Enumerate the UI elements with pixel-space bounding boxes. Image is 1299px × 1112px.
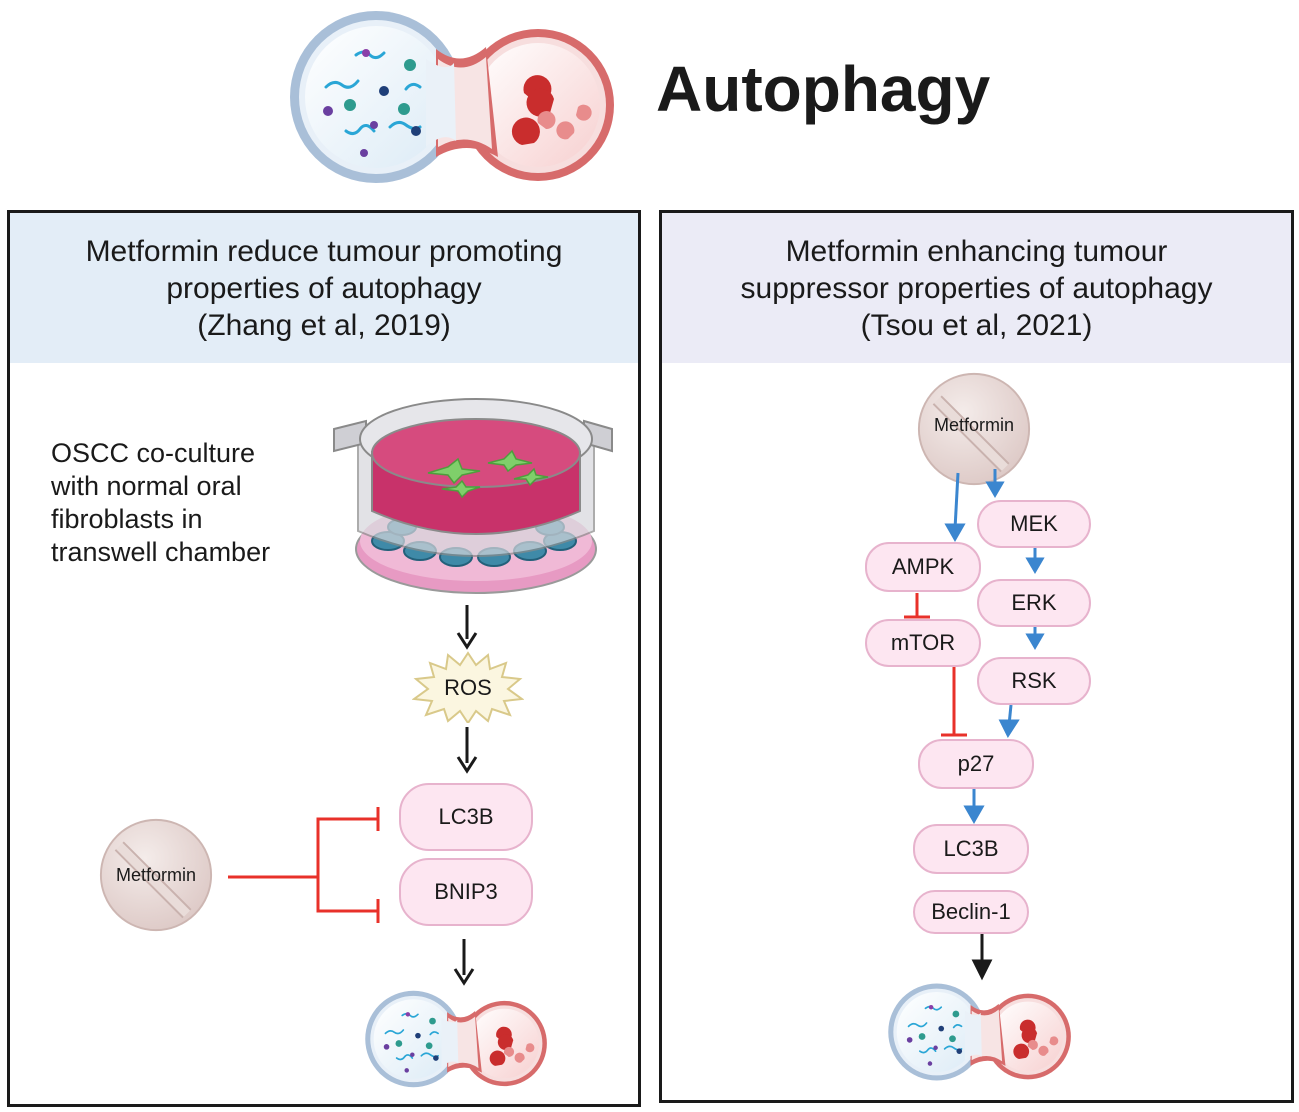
left-panel-heading: Metformin reduce tumour promoting proper… xyxy=(10,213,638,363)
inhibition-bracket xyxy=(228,807,380,923)
caption-line: OSCC co-culture xyxy=(51,438,256,468)
ros-label: ROS xyxy=(444,675,492,700)
node-mek: MEK xyxy=(977,500,1091,548)
autophagy-lysosome-fusion-icon xyxy=(886,979,1072,1085)
page-title: Autophagy xyxy=(656,53,991,125)
heading-line: properties of autophagy xyxy=(166,272,482,305)
node-mtor: mTOR xyxy=(865,619,981,667)
right-panel-heading: Metformin enhancing tumour suppressor pr… xyxy=(662,213,1291,363)
caption-line: with normal oral xyxy=(51,471,242,501)
arrow-down xyxy=(456,605,478,650)
heading-line: (Tsou et al, 2021) xyxy=(860,309,1093,342)
node-ampk: AMPK xyxy=(865,542,981,592)
experiment-caption: OSCC co-culture with normal oral fibrobl… xyxy=(51,437,270,569)
node-beclin1: Beclin-1 xyxy=(913,890,1029,934)
heading-line: Metformin enhancing tumour xyxy=(785,235,1168,268)
arrow-down xyxy=(453,939,475,986)
autophagy-lysosome-fusion-icon xyxy=(286,4,616,190)
metformin-label: Metformin xyxy=(933,415,1014,435)
node-p27: p27 xyxy=(918,739,1034,789)
heading-line: Metformin reduce tumour promoting xyxy=(85,235,563,268)
node-lc3b: LC3B xyxy=(399,783,533,851)
ros-burst-icon xyxy=(412,651,524,723)
node-lc3b: LC3B xyxy=(913,824,1029,874)
metformin-label: Metformin xyxy=(115,865,196,885)
heading-line: suppressor properties of autophagy xyxy=(740,272,1213,305)
caption-line: fibroblasts in xyxy=(51,504,203,534)
pathway-connectors xyxy=(904,469,1045,981)
left-panel: Metformin reduce tumour promoting proper… xyxy=(7,210,641,1107)
node-rsk: RSK xyxy=(977,657,1091,705)
heading-line: (Zhang et al, 2019) xyxy=(197,309,451,342)
transwell-chamber-icon xyxy=(333,398,613,594)
node-erk: ERK xyxy=(977,579,1091,627)
node-bnip3: BNIP3 xyxy=(399,858,533,926)
caption-line: transwell chamber xyxy=(51,537,271,567)
right-panel: Metformin enhancing tumour suppressor pr… xyxy=(659,210,1294,1103)
autophagy-lysosome-fusion-icon xyxy=(363,987,548,1091)
arrow-down xyxy=(456,727,478,774)
